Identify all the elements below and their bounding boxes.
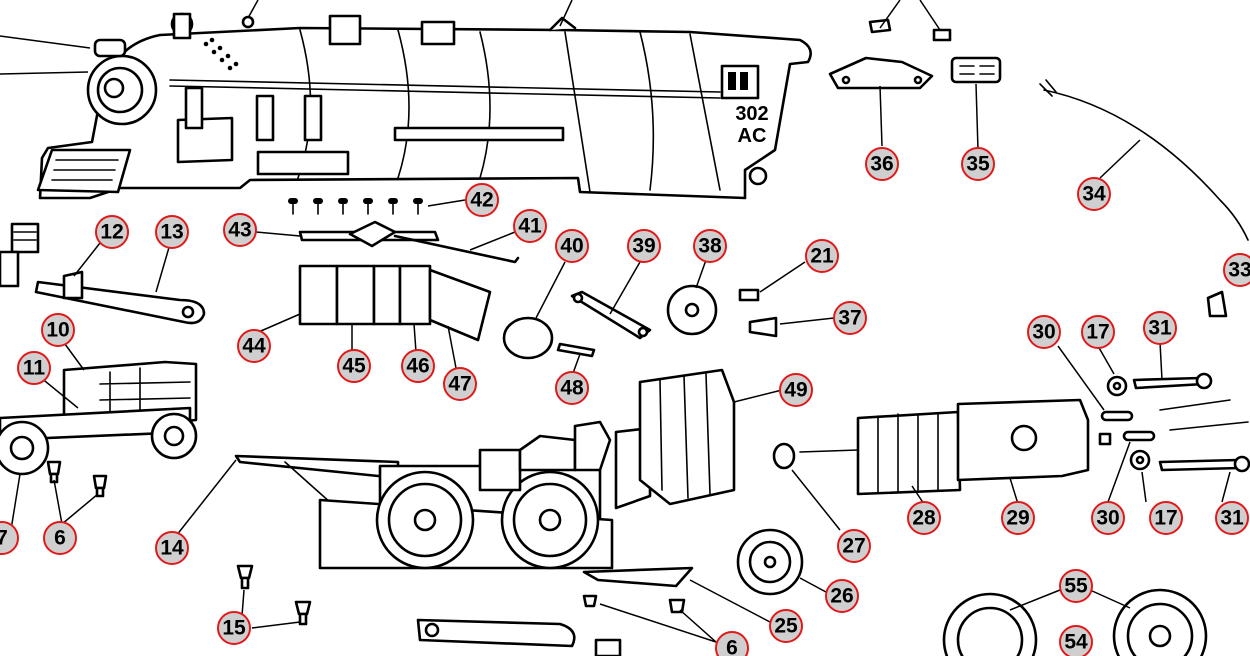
callout-27: 27 bbox=[837, 529, 871, 563]
callout-21: 21 bbox=[805, 239, 839, 273]
svg-text:54: 54 bbox=[1064, 631, 1088, 654]
svg-text:41: 41 bbox=[518, 215, 542, 238]
svg-text:30: 30 bbox=[1032, 321, 1055, 344]
svg-text:26: 26 bbox=[830, 585, 853, 608]
svg-text:14: 14 bbox=[160, 537, 184, 560]
svg-text:45: 45 bbox=[342, 355, 366, 378]
svg-text:15: 15 bbox=[222, 617, 246, 640]
svg-text:37: 37 bbox=[838, 307, 861, 330]
leader-lines bbox=[9, 0, 1231, 643]
callout-10: 10 bbox=[41, 313, 75, 347]
callout-7: 7 bbox=[0, 521, 19, 555]
front-truck-assembly bbox=[0, 35, 312, 626]
callout-17: 17 bbox=[1081, 315, 1115, 349]
callout-14: 14 bbox=[155, 531, 189, 565]
svg-text:11: 11 bbox=[23, 357, 46, 380]
callout-30-lower: 30 bbox=[1091, 501, 1125, 535]
svg-text:21: 21 bbox=[810, 245, 834, 268]
callout-43: 43 bbox=[223, 213, 257, 247]
svg-text:6: 6 bbox=[54, 527, 66, 550]
svg-text:17: 17 bbox=[1086, 321, 1109, 344]
callout-13: 13 bbox=[155, 215, 189, 249]
svg-text:7: 7 bbox=[0, 527, 8, 550]
svg-text:6: 6 bbox=[726, 637, 738, 656]
callout-26: 26 bbox=[825, 579, 859, 613]
callout-31: 31 bbox=[1143, 311, 1177, 345]
callout-41: 41 bbox=[513, 209, 547, 243]
svg-text:29: 29 bbox=[1006, 507, 1029, 530]
svg-text:43: 43 bbox=[228, 219, 251, 242]
callout-40: 40 bbox=[555, 229, 589, 263]
svg-text:17: 17 bbox=[1154, 507, 1177, 530]
chassis-assembly bbox=[234, 368, 736, 570]
svg-text:31: 31 bbox=[1148, 317, 1172, 340]
svg-text:36: 36 bbox=[870, 153, 893, 176]
svg-text:38: 38 bbox=[698, 235, 722, 258]
callout-31-lower: 31 bbox=[1215, 501, 1249, 535]
svg-text:40: 40 bbox=[560, 235, 583, 258]
svg-text:34: 34 bbox=[1082, 183, 1106, 206]
callout-49: 49 bbox=[779, 373, 813, 407]
svg-text:44: 44 bbox=[242, 335, 266, 358]
reverse-unit-parts bbox=[288, 198, 778, 360]
callout-54: 54 bbox=[1059, 625, 1093, 656]
callout-42: 42 bbox=[465, 183, 499, 217]
callout-6-lower: 6 bbox=[715, 631, 749, 656]
svg-text:12: 12 bbox=[100, 221, 123, 244]
svg-text:30: 30 bbox=[1096, 507, 1119, 530]
svg-text:49: 49 bbox=[784, 379, 807, 402]
motor-assembly bbox=[582, 372, 1250, 596]
callout-29: 29 bbox=[1001, 501, 1035, 535]
svg-text:46: 46 bbox=[406, 355, 429, 378]
svg-text:33: 33 bbox=[1228, 259, 1250, 282]
callout-30: 30 bbox=[1027, 315, 1061, 349]
svg-text:48: 48 bbox=[560, 377, 584, 400]
svg-text:31: 31 bbox=[1220, 507, 1244, 530]
svg-text:27: 27 bbox=[842, 535, 865, 558]
svg-text:42: 42 bbox=[470, 189, 493, 212]
callout-38: 38 bbox=[693, 229, 727, 263]
svg-text:35: 35 bbox=[966, 153, 990, 176]
callout-35: 35 bbox=[961, 147, 995, 181]
callout-39: 39 bbox=[627, 229, 661, 263]
callout-11: 11 bbox=[17, 351, 51, 385]
svg-text:28: 28 bbox=[912, 507, 936, 530]
svg-text:39: 39 bbox=[632, 235, 655, 258]
callout-47: 47 bbox=[443, 367, 477, 401]
engine-type: AC bbox=[738, 125, 767, 147]
svg-text:13: 13 bbox=[160, 221, 183, 244]
callout-28: 28 bbox=[907, 501, 941, 535]
callout-17-lower: 17 bbox=[1149, 501, 1183, 535]
engine-number: 302 bbox=[735, 103, 768, 125]
svg-text:55: 55 bbox=[1064, 575, 1088, 598]
svg-text:10: 10 bbox=[46, 319, 69, 342]
callout-37: 37 bbox=[833, 301, 867, 335]
callout-46: 46 bbox=[401, 349, 435, 383]
callout-36: 36 bbox=[865, 147, 899, 181]
callout-45: 45 bbox=[337, 349, 371, 383]
locomotive-body-shell: 302 AC bbox=[36, 12, 812, 200]
callout-34: 34 bbox=[1077, 177, 1111, 211]
svg-text:47: 47 bbox=[448, 373, 471, 396]
callout-33: 33 bbox=[1223, 253, 1250, 287]
callout-44: 44 bbox=[237, 329, 271, 363]
svg-text:25: 25 bbox=[774, 615, 798, 638]
callout-25: 25 bbox=[769, 609, 803, 643]
top-right-parts bbox=[828, 18, 1249, 318]
callout-12: 12 bbox=[95, 215, 129, 249]
callout-48: 48 bbox=[555, 371, 589, 405]
callout-15: 15 bbox=[217, 611, 251, 645]
callout-55: 55 bbox=[1059, 569, 1093, 603]
callout-6: 6 bbox=[43, 521, 77, 555]
